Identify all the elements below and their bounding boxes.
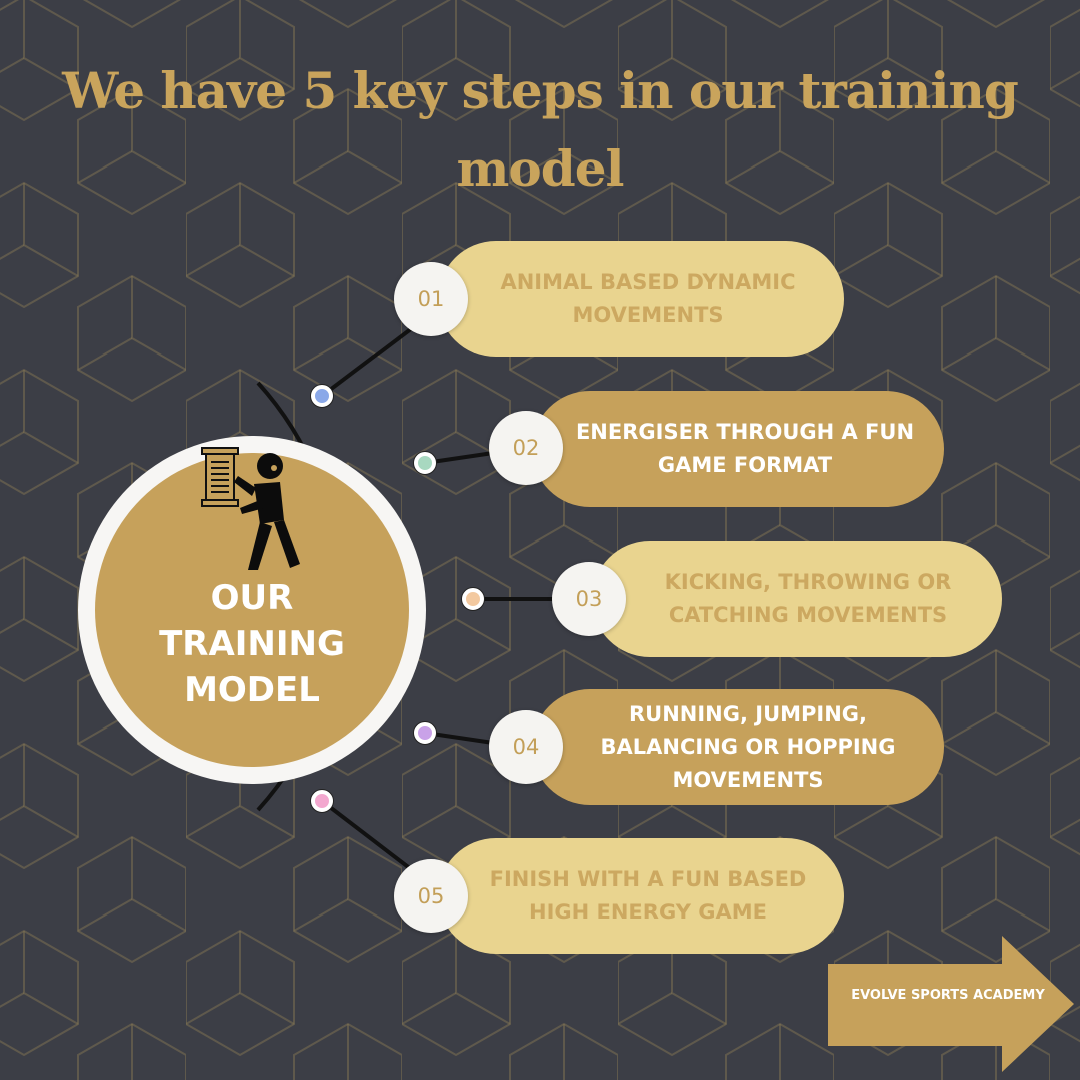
step-1-card: ANIMAL BASED DYNAMIC MOVEMENTS: [438, 241, 844, 357]
step-2-dot: [414, 452, 436, 474]
hub-label: OUR TRAINING MODEL: [159, 578, 345, 710]
step-3-number: 03: [552, 562, 626, 636]
step-3-card: KICKING, THROWING OR CATCHING MOVEMENTS: [592, 541, 1002, 657]
step-2-card: ENERGISER THROUGH A FUN GAME FORMAT: [532, 391, 944, 507]
step-5-dot: [311, 790, 333, 812]
step-4-number: 04: [489, 710, 563, 784]
person-carrying-scroll-icon: [201, 447, 300, 570]
step-4-dot: [414, 722, 436, 744]
step-2-number: 02: [489, 411, 563, 485]
next-arrow-icon[interactable]: [826, 934, 1076, 1074]
step-4-text: RUNNING, JUMPING, BALANCING OR HOPPING M…: [600, 701, 896, 792]
step-5-text: FINISH WITH A FUN BASED HIGH ENERGY GAME: [489, 867, 807, 924]
step-1-dot: [311, 385, 333, 407]
step-4-card: RUNNING, JUMPING, BALANCING OR HOPPING M…: [532, 689, 944, 805]
step-2-text: ENERGISER THROUGH A FUN GAME FORMAT: [575, 420, 915, 477]
step-3-dot: [462, 588, 484, 610]
step-5-card: FINISH WITH A FUN BASED HIGH ENERGY GAME: [438, 838, 844, 954]
step-5-number: 05: [394, 859, 468, 933]
page-title: We have 5 key steps in our training mode…: [62, 61, 1019, 198]
brand-label: EVOLVE SPORTS ACADEMY: [851, 988, 1045, 1003]
step-3-text: KICKING, THROWING OR CATCHING MOVEMENTS: [664, 570, 952, 627]
step-1-text: ANIMAL BASED DYNAMIC MOVEMENTS: [500, 270, 796, 327]
step-1-number: 01: [394, 262, 468, 336]
